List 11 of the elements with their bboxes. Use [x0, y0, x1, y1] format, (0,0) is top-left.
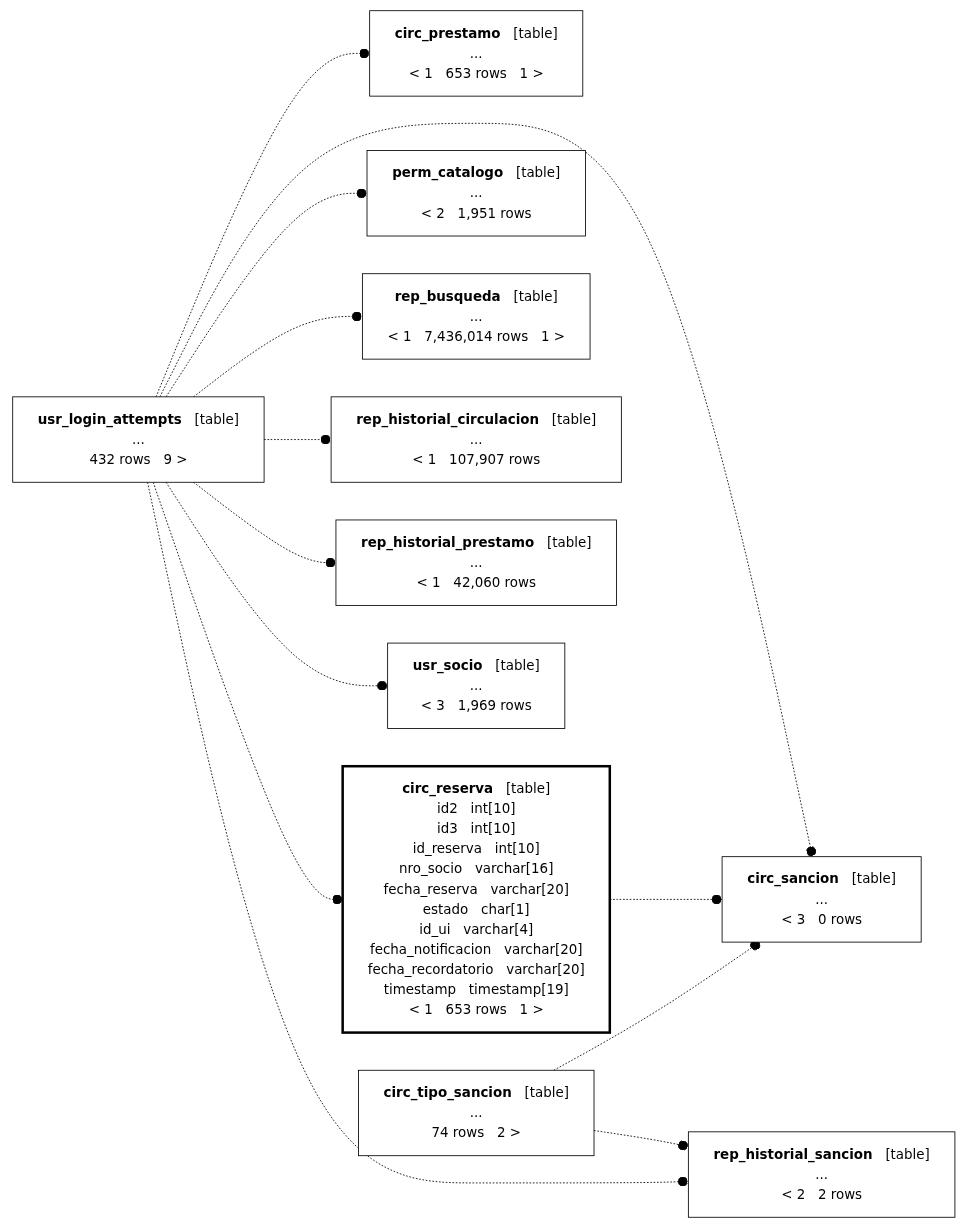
node-box: circ_tipo_sancion [table] ... 74 rows 2 > [358, 1069, 595, 1156]
node-box: circ_prestamo [table] ... < 1 653 rows 1 > [369, 9, 584, 97]
node-box: rep_historial_prestamo [table] ... < 1 42,060 rows [335, 519, 618, 606]
node-box: rep_busqueda [table] ... < 1 7,436,014 rows 1 > [362, 272, 591, 360]
node-box: circ_sancion [table] ... < 3 0 rows [721, 855, 922, 943]
node-box: usr_login_attempts [table] ... 432 rows 9 > [12, 395, 265, 483]
node-box: usr_socio [table] ... < 3 1,969 rows [387, 642, 566, 729]
node-box: circ_reserva [table] id2 int[10] id3 int[10] id_reserva int[10] nro_socio varchar[16] fecha_reserva varchar[20] estado char[1] id_ui varchar[4] fecha_notificacion varchar[20] fecha_recordatorio varchar[20] timestamp timestamp[19] < 1 653 rows 1 > [341, 764, 612, 1034]
node-box: perm_catalogo [table] ... < 2 1,951 rows [366, 149, 587, 236]
node-box: rep_historial_sancion [table] ... < 2 2 rows [688, 1130, 956, 1218]
node-box: rep_historial_circulacion [table] ... < 1 107,907 rows [330, 395, 622, 483]
